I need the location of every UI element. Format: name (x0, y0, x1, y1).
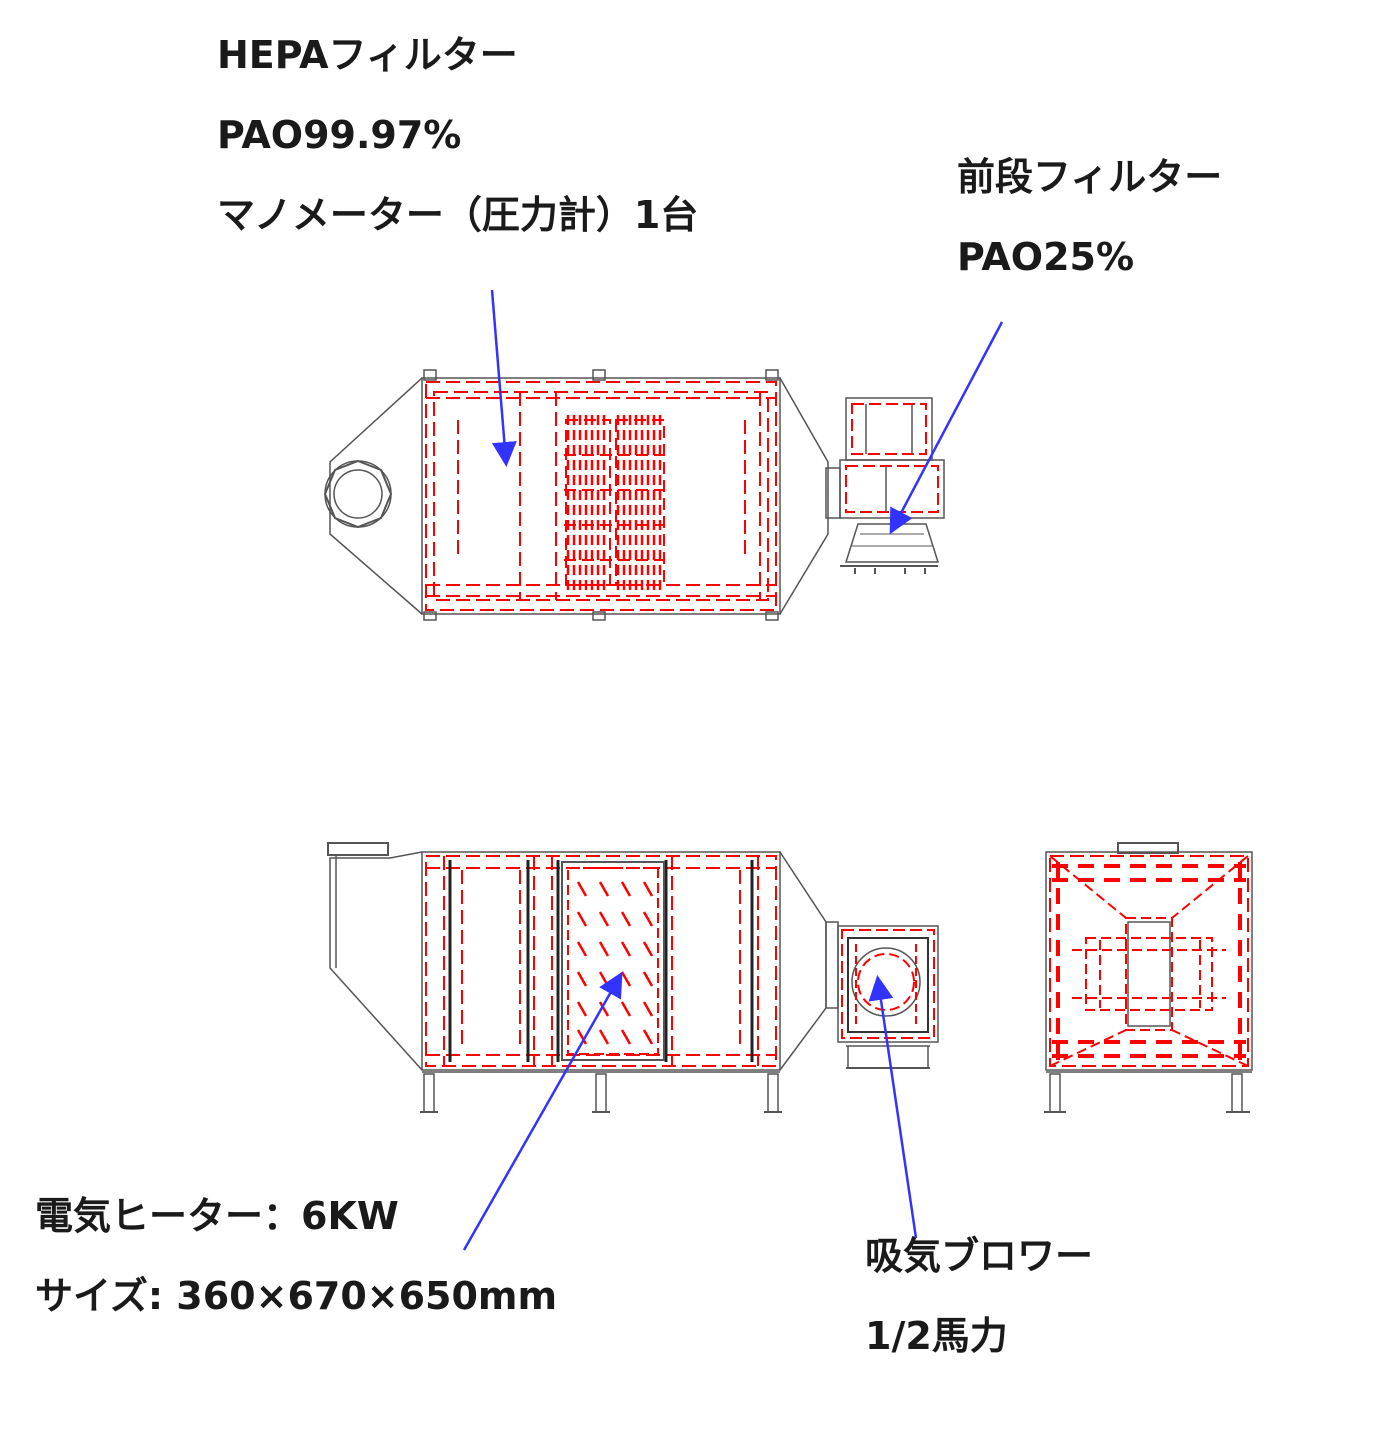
heater-label: 電気ヒーター：6KW (35, 1194, 399, 1238)
front-inlet-hood (327, 842, 423, 1071)
top-hepa-pleats (566, 415, 662, 590)
heater-size-label: サイズ: 360×670×650mm (35, 1274, 558, 1318)
front-main-housing (420, 851, 782, 1113)
front-outlet-taper (779, 851, 827, 1071)
top-inlet-hood (323, 377, 423, 615)
heater-leader-arrow (462, 971, 623, 1251)
top-main-housing (421, 369, 781, 621)
prefilter-pao-label: PAO25% (957, 235, 1135, 279)
front-blower (825, 921, 939, 1069)
top-view (323, 369, 945, 621)
hepa-filter-label: HEPAフィルター (217, 33, 518, 77)
blower-hp-label: 1/2馬力 (865, 1314, 1008, 1358)
leader-arrows (462, 289, 1004, 1251)
prefilter-leader-arrow (889, 321, 1004, 535)
hepa-pao-label: PAO99.97% (217, 113, 462, 157)
front-legs (420, 1071, 782, 1113)
side-view (1044, 842, 1253, 1113)
heater-element (561, 861, 665, 1061)
top-outlet-taper (779, 377, 829, 615)
top-blower (825, 397, 945, 574)
prefilter-label: 前段フィルター (957, 155, 1223, 199)
blower-label: 吸気ブロワー (865, 1234, 1094, 1278)
hepa-leader-arrow (490, 289, 517, 467)
blower-leader-arrow (868, 975, 918, 1239)
front-view (327, 842, 939, 1113)
manometer-label: マノメーター（圧力計）1台 (217, 193, 699, 237)
